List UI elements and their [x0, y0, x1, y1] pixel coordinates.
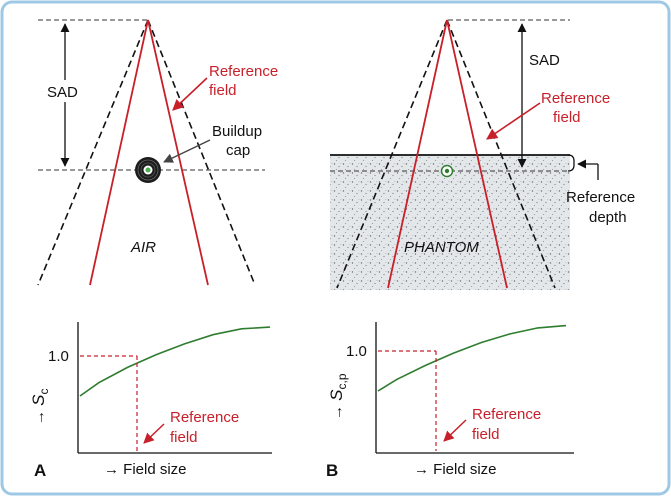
svg-text:→ Field size: → Field size [104, 461, 187, 478]
panel-a-letter: A [34, 461, 46, 480]
detector-icon [440, 164, 454, 178]
panel-a-reference-field-pointer [172, 77, 208, 111]
panel-a-plot-ref-pointer [143, 423, 165, 444]
panel-b-plot-ref-pointer [443, 419, 467, 442]
panel-b-plot-ref-label-1: Reference [472, 406, 541, 423]
svg-text:→ Sc: → Sc [29, 388, 51, 425]
panel-a-sad-label: SAD [47, 84, 78, 101]
panel-b-beam-diagram: SAD Reference depth Reference field PHAN… [330, 19, 639, 290]
panel-b-plot-ref-label-2: field [472, 426, 500, 443]
svg-text:Reference field: Reference field [472, 406, 545, 443]
panel-a-y-symbol: S [29, 394, 48, 406]
svg-text:Reference field: Reference field [541, 90, 614, 126]
panel-b-reference-field-pointer [486, 102, 541, 140]
panel-a-y-subscript: c [37, 388, 51, 394]
panel-b-y-axis-label: → Sc,p [327, 373, 349, 420]
panel-b-outer-beam-left [336, 19, 448, 289]
panel-b-reference-field-label-2: field [553, 109, 581, 126]
panel-a-plot: 1.0 → Sc Reference field A → Field size [29, 322, 272, 480]
panel-b-letter: B [326, 461, 338, 480]
panel-a-y-axis-label: → Sc [29, 388, 51, 425]
panel-a-buildup-label-2: cap [226, 142, 250, 159]
panel-b-y-subscript: c,p [335, 373, 349, 389]
panel-b-scp-curve [377, 324, 567, 392]
svg-text:→ Sc,p: → Sc,p [327, 373, 349, 420]
panel-b-medium-label: PHANTOM [404, 239, 479, 256]
panel-a-outer-beam-left [37, 19, 149, 286]
panel-b-reference-beam-left [387, 19, 448, 289]
buildup-cap-icon [135, 157, 161, 183]
panel-a-buildup-label-1: Buildup [212, 123, 262, 140]
phantom-block [330, 155, 570, 290]
panel-b-reference-field-label-1: Reference [541, 90, 610, 107]
panel-b-reference-beam-right [446, 19, 508, 289]
panel-b-outer-beam-right [446, 19, 556, 289]
panel-b-plot: 1.0 → Sc,p Reference field B → Field siz… [326, 322, 574, 480]
panel-a-x-axis-label: Field size [123, 461, 186, 478]
panel-b-depth-label-1: Reference [566, 189, 635, 206]
svg-text:Reference field: Reference field [209, 63, 282, 99]
panel-a-y-tick: 1.0 [48, 348, 69, 365]
panel-b-y-symbol: S [327, 389, 346, 401]
panel-a-reference-beam-left [89, 19, 149, 286]
panel-a-buildup-pointer [163, 139, 211, 163]
panel-a-sc-curve [79, 326, 271, 397]
panel-b-sad-label: SAD [529, 52, 560, 69]
svg-text:Reference depth: Reference depth [566, 189, 639, 226]
panel-a-beam-diagram: SAD Reference field Buildup cap AIR [37, 19, 282, 286]
panel-a-reference-field-label-2: field [209, 82, 237, 99]
panel-b-x-axis-label: Field size [433, 461, 496, 478]
panel-a-plot-ref-label-1: Reference [170, 409, 239, 426]
svg-text:Reference field: Reference field [170, 409, 243, 446]
panel-a-reference-beam-right [147, 19, 209, 286]
svg-text:Buildup cap: Buildup cap [212, 123, 266, 159]
svg-text:→ Field size: → Field size [414, 461, 497, 478]
panel-b-depth-label-2: depth [589, 209, 627, 226]
panel-a-medium-label: AIR [130, 239, 156, 256]
panel-a-plot-ref-label-2: field [170, 429, 198, 446]
depth-bracket [567, 154, 575, 172]
panel-b-y-tick: 1.0 [346, 343, 367, 360]
panel-a-reference-field-label-1: Reference [209, 63, 278, 80]
panel-a-outer-beam-right [147, 19, 256, 286]
